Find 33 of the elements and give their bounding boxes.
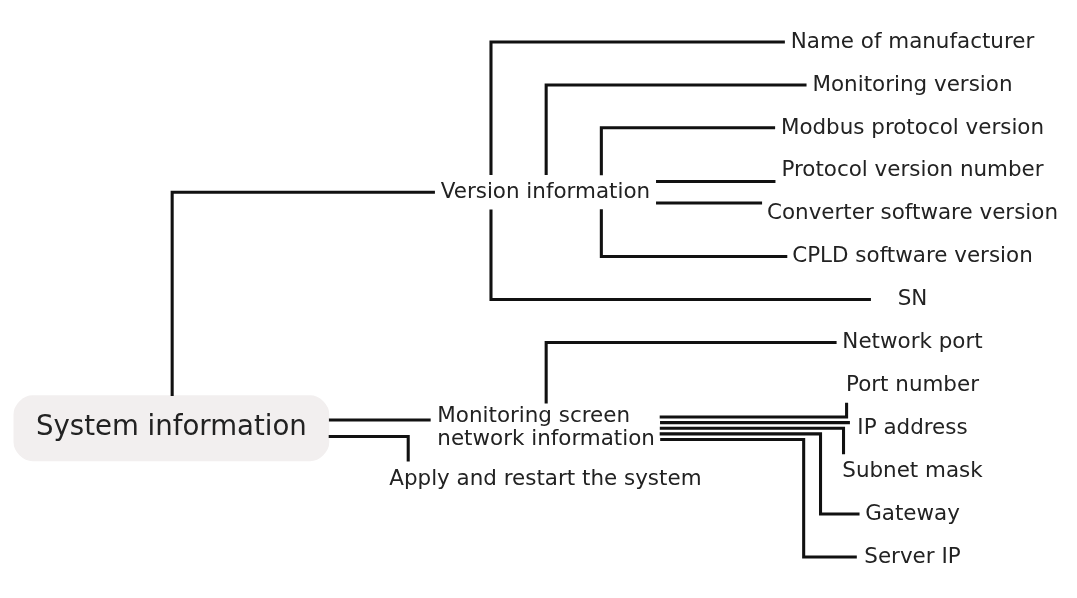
connector — [656, 200, 763, 204]
node-text: Port number — [846, 370, 979, 396]
node-text: Monitoring screen network information — [437, 401, 655, 450]
connector — [656, 179, 776, 183]
connector — [659, 431, 860, 516]
node-text: Name of manufacturer — [790, 27, 1035, 53]
node-text: Network port — [842, 327, 983, 353]
node-text: Protocol version number — [781, 155, 1044, 181]
connector — [328, 418, 431, 422]
node-text: Subnet mask — [842, 456, 983, 482]
connector — [489, 208, 871, 301]
node-box: System information — [13, 394, 330, 461]
node-text: Apply and restart the system — [389, 464, 702, 490]
connector — [544, 340, 837, 403]
connector — [599, 125, 776, 175]
connector — [489, 39, 785, 175]
node-text: CPLD software version — [792, 241, 1033, 267]
node-text: Gateway — [865, 499, 960, 525]
node-text: Converter software version — [767, 198, 1058, 224]
connector — [659, 426, 846, 454]
node-text: IP address — [857, 413, 968, 439]
connector — [544, 82, 807, 175]
connector — [599, 208, 788, 258]
connector — [659, 402, 849, 419]
node-text: Version information — [440, 177, 651, 203]
node-text: Monitoring version — [812, 70, 1013, 96]
connector — [660, 420, 850, 424]
node-text: SN — [897, 284, 928, 310]
connector — [660, 437, 857, 559]
node-text: Server IP — [864, 542, 961, 568]
node-text: Modbus protocol version — [780, 113, 1045, 138]
connector — [328, 434, 410, 462]
connector — [170, 190, 435, 396]
